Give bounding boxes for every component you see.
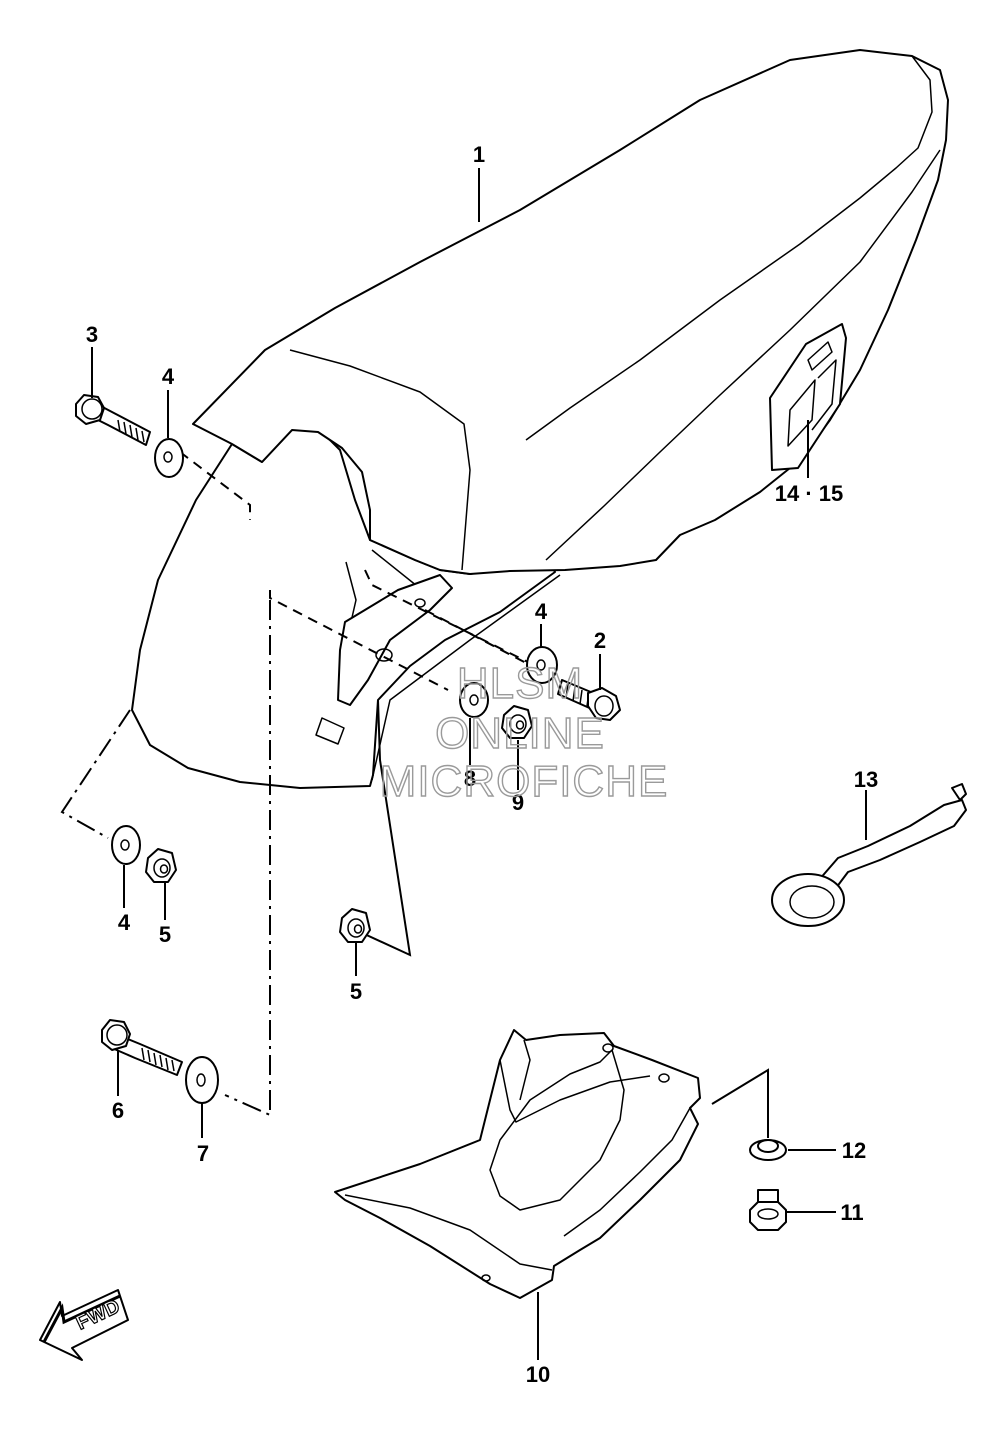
- fwd-arrow: FWD: [39, 1289, 129, 1361]
- callout-7: 7: [197, 1141, 209, 1166]
- rear-fender-part-1: [131, 49, 949, 789]
- callout-8: 8: [464, 766, 476, 791]
- callout-11: 11: [840, 1200, 863, 1225]
- leader-lines: [91, 168, 867, 1360]
- bolt-part-3: [75, 394, 151, 446]
- callout-4-mid: 4: [535, 599, 548, 624]
- screw-part-11: [749, 1189, 787, 1231]
- callout-2: 2: [594, 628, 606, 653]
- callout-9: 9: [512, 790, 524, 815]
- callout-6: 6: [112, 1098, 124, 1123]
- spanner-part-13: [771, 783, 967, 927]
- watermark-line-2: ONLINE: [435, 709, 605, 758]
- bolt-part-2: [557, 679, 621, 721]
- washer-part-4-upper: [154, 438, 184, 478]
- callout-13: 13: [854, 767, 878, 792]
- callout-10: 10: [526, 1362, 550, 1387]
- callout-12: 12: [842, 1138, 866, 1163]
- callout-3: 3: [86, 322, 98, 347]
- decal-part-14-15: [769, 323, 847, 471]
- callout-1: 1: [473, 142, 485, 167]
- callout-labels: 1 2 3 4 4 4 5 5 6 7 8 9 10 11 12 13 14 ·…: [86, 142, 878, 1387]
- callout-14-15: 14 · 15: [775, 481, 844, 506]
- watermark-line-3: MICROFICHE: [380, 757, 669, 806]
- watermark: HLSM ONLINE MICROFICHE: [379, 658, 669, 806]
- callout-5-left: 5: [159, 922, 171, 947]
- callout-4-lower: 4: [118, 910, 131, 935]
- washer-part-7: [185, 1056, 219, 1104]
- mud-guard-part-10: [334, 1029, 701, 1299]
- callout-5-mid: 5: [350, 979, 362, 1004]
- callout-4-upper: 4: [162, 364, 175, 389]
- washer-part-8: [459, 682, 489, 718]
- bolt-part-6: [101, 1019, 183, 1076]
- nut-part-9: [501, 705, 533, 739]
- watermark-line-1: HLSM: [457, 659, 583, 708]
- washer-part-4-lower: [111, 825, 141, 865]
- assembly-lines: [60, 451, 769, 1138]
- nut-part-5-left: [145, 848, 177, 883]
- nut-part-5-mid: [339, 908, 371, 943]
- nut-part-12: [749, 1139, 787, 1161]
